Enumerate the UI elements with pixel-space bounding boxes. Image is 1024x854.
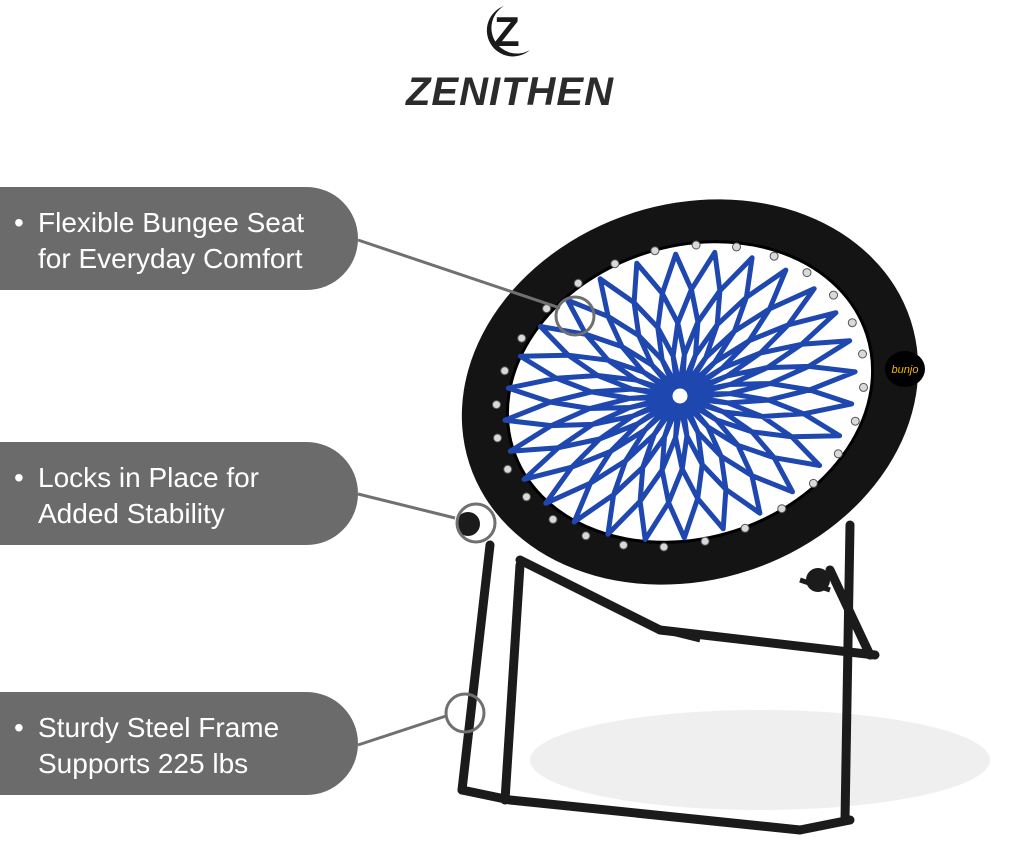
grommet xyxy=(659,542,669,552)
frame-joint-left xyxy=(456,512,480,536)
grommet xyxy=(700,536,710,546)
grommet xyxy=(850,416,860,426)
grommet xyxy=(548,514,558,524)
logo-mark-letter: Z xyxy=(494,8,520,55)
grommet xyxy=(740,523,750,533)
circle-pointer-icon xyxy=(455,502,497,544)
bungee-web xyxy=(502,249,858,543)
grommet xyxy=(492,400,501,410)
grommet xyxy=(500,366,510,376)
callout-locks-in-place: • Locks in Place for Added Stability xyxy=(0,442,358,545)
brand-badge: bunjo xyxy=(885,351,925,387)
bullet: • xyxy=(14,712,24,743)
callout-text: Locks in Place for Added Stability xyxy=(38,462,259,529)
grommet xyxy=(650,246,660,256)
grommet xyxy=(859,382,868,392)
grommet xyxy=(610,259,620,269)
circle-pointer-icon xyxy=(444,692,486,734)
grommet xyxy=(619,540,628,550)
grommet xyxy=(833,449,843,459)
grommet xyxy=(808,478,818,488)
brand-name: ZENITHEN xyxy=(406,70,614,114)
grommet xyxy=(691,240,701,250)
grommet xyxy=(503,464,513,474)
bullet: • xyxy=(14,462,24,493)
grommet xyxy=(829,290,838,300)
crescent-z-logo-icon: Z xyxy=(486,6,530,57)
callout-steel-frame: • Sturdy Steel Frame Supports 225 lbs xyxy=(0,692,358,795)
bullet: • xyxy=(14,207,24,238)
circle-pointer-icon xyxy=(554,295,596,337)
grommet xyxy=(517,333,527,343)
grommets xyxy=(492,240,868,552)
brand-logo: Z ZENITHEN xyxy=(380,0,640,120)
grommet xyxy=(777,504,787,514)
bungee-cords xyxy=(502,249,858,543)
web-center xyxy=(667,383,693,409)
brand-badge-text: bunjo xyxy=(892,364,919,376)
grommet xyxy=(769,251,779,261)
floor-shadow xyxy=(530,710,990,810)
callout-text: Flexible Bungee Seat for Everyday Comfor… xyxy=(38,207,305,274)
frame-joint-right xyxy=(806,568,830,592)
grommet xyxy=(522,492,531,502)
steel-frame xyxy=(457,520,880,835)
grommet xyxy=(573,278,583,288)
grommet xyxy=(858,349,867,359)
grommet xyxy=(493,433,502,443)
grommet xyxy=(847,318,857,328)
grommet xyxy=(802,268,812,278)
grommet xyxy=(732,242,741,252)
callout-text: Sturdy Steel Frame Supports 225 lbs xyxy=(38,712,280,779)
callout-bungee-seat: • Flexible Bungee Seat for Everyday Comf… xyxy=(0,187,358,290)
grommet xyxy=(581,531,591,541)
